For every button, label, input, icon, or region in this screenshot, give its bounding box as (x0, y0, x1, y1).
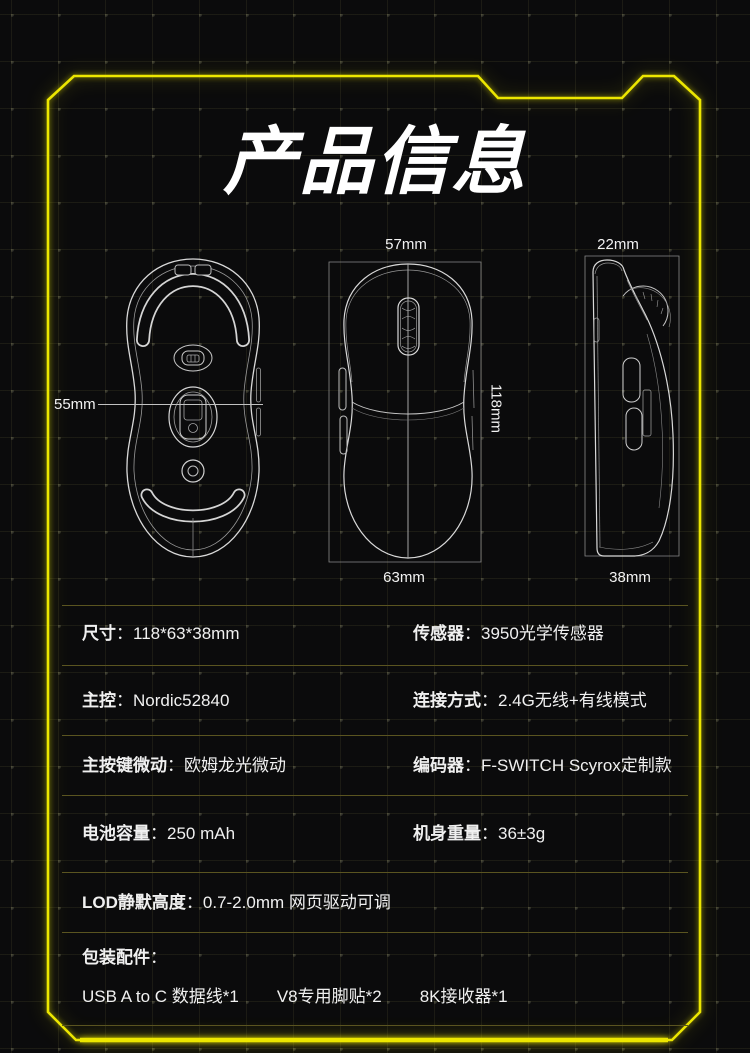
spec-label: 包装配件 (82, 948, 150, 967)
spec-label: 连接方式 (413, 691, 481, 710)
spec-sensor: 传感器：3950光学传感器 (413, 622, 604, 646)
divider (62, 932, 688, 933)
spec-label: 电池容量 (82, 824, 150, 843)
spec-value: 2.4G无线+有线模式 (498, 691, 647, 710)
spec-label: 机身重量 (413, 824, 481, 843)
spec-battery: 电池容量：250 mAh (82, 822, 235, 846)
spec-accessories-label: 包装配件： (82, 946, 167, 970)
dimension-label-118mm: 118mm (487, 384, 505, 433)
bounding-box (329, 262, 481, 562)
spec-separator: ： (481, 824, 498, 843)
divider (62, 735, 688, 736)
spec-mcu: 主控：Nordic52840 (82, 689, 229, 713)
spec-value: 250 mAh (167, 824, 236, 843)
accessory-item: V8专用脚贴*2 (276, 987, 382, 1006)
spec-separator: ： (167, 756, 184, 775)
spec-separator: ： (464, 756, 481, 775)
spec-value: 3950光学传感器 (481, 624, 604, 643)
spec-separator: ： (464, 624, 481, 643)
divider (62, 872, 688, 873)
spec-separator: ： (116, 624, 133, 643)
divider (62, 795, 688, 796)
spec-label: 尺寸 (82, 624, 116, 643)
dimension-label-38mm: 38mm (609, 569, 651, 586)
divider (62, 665, 688, 666)
spec-value: Nordic52840 (133, 691, 230, 710)
spec-label: 主控 (82, 691, 116, 710)
accessory-item: USB A to C 数据线*1 (82, 987, 239, 1006)
spec-label: 传感器 (413, 624, 464, 643)
spec-label: 主按键微动 (82, 756, 167, 775)
spec-connection: 连接方式：2.4G无线+有线模式 (413, 689, 647, 713)
accessory-item: 8K接收器*1 (419, 987, 508, 1006)
spec-value: F-SWITCH Scyrox定制款 (481, 756, 672, 775)
spec-label: 编码器 (413, 756, 464, 775)
spec-lod: LOD静默高度：0.7-2.0mm 网页驱动可调 (82, 891, 391, 915)
spec-label: LOD静默高度 (82, 893, 186, 912)
accessories-list: USB A to C 数据线*1 V8专用脚贴*2 8K接收器*1 (82, 985, 508, 1009)
dimension-label-55mm: 55mm (54, 396, 96, 413)
mouse-bottom-view-drawing (114, 256, 272, 560)
spec-value: 欧姆龙光微动 (184, 756, 286, 775)
dimension-line-55mm (98, 404, 263, 405)
spec-value: 36±3g (498, 824, 546, 843)
dimension-label-22mm: 22mm (597, 236, 639, 253)
divider (62, 1025, 688, 1026)
mouse-top-view-drawing (322, 250, 494, 568)
spec-value: 0.7-2.0mm 网页驱动可调 (202, 893, 391, 912)
page-title: 产品信息 (223, 120, 527, 203)
spec-dimensions: 尺寸：118*63*38mm (82, 622, 239, 646)
spec-separator: ： (150, 824, 167, 843)
divider (62, 605, 688, 606)
mouse-side-view-drawing (583, 250, 683, 565)
spec-separator: ： (150, 948, 167, 967)
spec-weight: 机身重量：36±3g (413, 822, 545, 846)
dimension-label-57mm: 57mm (385, 236, 427, 253)
spec-main-switch: 主按键微动：欧姆龙光微动 (82, 754, 286, 778)
bounding-box (585, 256, 679, 556)
spec-encoder: 编码器：F-SWITCH Scyrox定制款 (413, 754, 672, 778)
spec-separator: ： (481, 691, 498, 710)
spec-value: 118*63*38mm (133, 624, 240, 643)
spec-separator: ： (185, 893, 203, 912)
spec-separator: ： (116, 691, 133, 710)
dimension-label-63mm: 63mm (383, 569, 425, 586)
